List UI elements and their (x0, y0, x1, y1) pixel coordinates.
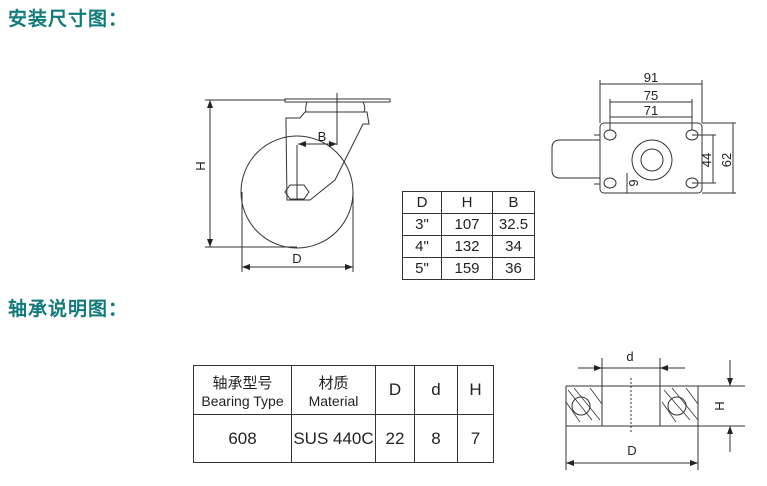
cell: 3" (402, 213, 442, 236)
cell: 34 (492, 235, 535, 258)
dim-75: 75 (644, 88, 658, 103)
table-row: 608 SUS 440C 22 8 7 (193, 414, 494, 463)
label-h: H (193, 161, 208, 170)
cell: 36 (492, 257, 535, 280)
header-zh: 材质 (318, 373, 349, 392)
cell: 32.5 (492, 213, 535, 236)
header-d-inner: d (414, 365, 458, 415)
table-header-row: D H B (402, 191, 535, 214)
cell: 7 (457, 414, 494, 463)
bearing-label-h: H (712, 401, 727, 410)
cell: 132 (441, 235, 493, 258)
cell: 107 (441, 213, 493, 236)
header-en: Bearing Type (201, 392, 284, 409)
axle-hex (284, 184, 310, 200)
cell: 5" (402, 257, 442, 280)
bearing-label-d-outer: D (627, 443, 636, 458)
dim-62: 62 (719, 153, 734, 167)
cell: 159 (441, 257, 493, 280)
caster-side-view (205, 93, 391, 272)
bolt-hole (603, 177, 617, 189)
header-cell: B (492, 191, 535, 214)
wheel-top (551, 139, 600, 179)
bearing-label-d-inner: d (626, 349, 633, 364)
header-h: H (457, 365, 494, 415)
cell: 22 (375, 414, 415, 463)
dim-9: 9 (626, 179, 641, 186)
cell: 608 (193, 414, 292, 463)
cell: 4" (402, 235, 442, 258)
top-plate-view (551, 80, 736, 194)
label-d: D (292, 251, 301, 266)
cell: 8 (414, 414, 458, 463)
bolt-hole (603, 129, 617, 141)
dim-44: 44 (699, 153, 714, 167)
installation-title: 安装尺寸图： (8, 8, 129, 30)
dim-71: 71 (644, 103, 658, 118)
header-zh: 轴承型号 (212, 373, 273, 392)
bearing-title: 轴承说明图： (8, 298, 129, 320)
cell: SUS 440C (291, 414, 376, 463)
header-d-outer: D (375, 365, 415, 415)
mounting-plate (599, 122, 703, 194)
bearing-diagram (565, 358, 745, 470)
header-en: Material (308, 392, 359, 409)
dim-91: 91 (644, 70, 658, 85)
swivel-bearing (305, 101, 366, 113)
header-cell: H (441, 191, 493, 214)
fork (285, 111, 370, 201)
header-cell: D (402, 191, 442, 214)
label-b: B (318, 129, 327, 144)
